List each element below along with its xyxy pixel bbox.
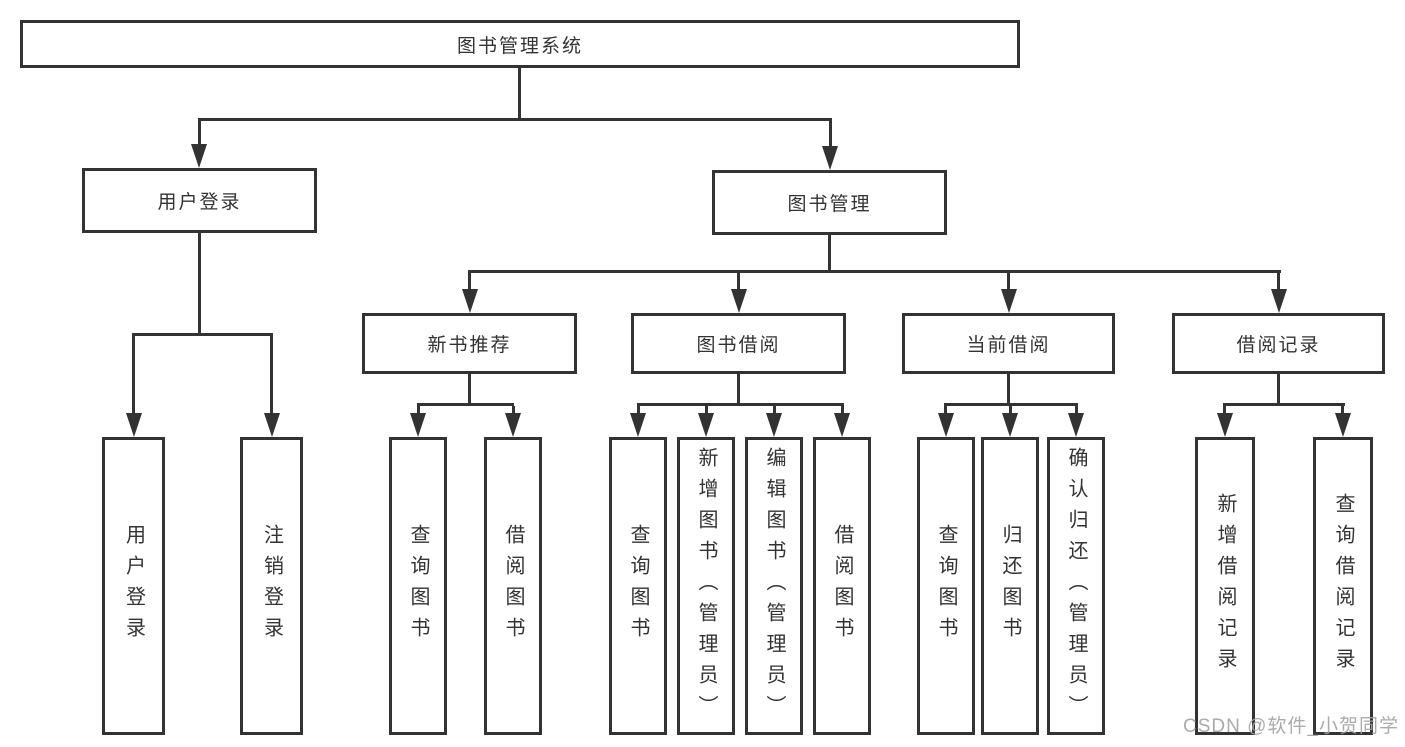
leaf-query-borrow-record: 查询借阅记录 <box>1313 437 1373 735</box>
leaf-add-books-admin-label: 新增图书（管理员） <box>695 446 717 726</box>
leaf-query-books-2-label: 查询图书 <box>627 524 649 648</box>
arrowhead-g4-2 <box>1002 413 1018 437</box>
arrowhead-g3-2 <box>698 413 714 437</box>
arrowhead-login-leaf <box>126 413 142 437</box>
leaf-query-books-2: 查询图书 <box>609 437 667 735</box>
connector-new-book-bus <box>417 403 514 406</box>
leaf-query-books-1-label: 查询图书 <box>407 524 429 648</box>
leaf-user-login-label: 用户登录 <box>122 524 145 648</box>
arrowhead-book-management <box>822 146 838 170</box>
arrowhead-g2-1 <box>410 413 426 437</box>
leaf-confirm-return-admin-label: 确认归还（管理员） <box>1065 446 1087 726</box>
connector-drop-g4-3 <box>1075 406 1078 415</box>
connector-root-stem <box>518 68 521 118</box>
arrowhead-g3-4 <box>834 413 850 437</box>
leaf-return-books: 归还图书 <box>981 437 1039 735</box>
leaf-query-books-3: 查询图书 <box>917 437 975 735</box>
arrowhead-borrow-records <box>1271 289 1287 313</box>
connector-book-management-stem <box>828 235 831 272</box>
leaf-query-books-1: 查询图书 <box>389 437 447 735</box>
connector-new-book-stem <box>468 374 471 405</box>
arrowhead-current-borrow <box>1001 289 1017 313</box>
connector-drop-login-leaf <box>132 336 135 413</box>
connector-drop-book-management <box>829 121 832 146</box>
connector-borrow-records-stem <box>1277 374 1280 405</box>
connector-drop-g3-4 <box>841 406 844 415</box>
connector-drop-g4-2 <box>1009 406 1012 415</box>
connector-drop-book-borrow <box>737 273 740 291</box>
leaf-add-books-admin: 新增图书（管理员） <box>677 437 735 735</box>
node-user-login: 用户登录 <box>82 168 317 233</box>
connector-drop-g3-3 <box>773 406 776 415</box>
arrowhead-g5-2 <box>1335 413 1351 437</box>
connector-drop-g5-2 <box>1341 406 1344 415</box>
connector-drop-g2-1 <box>417 406 420 415</box>
connector-book-management-bus <box>468 270 1281 273</box>
leaf-edit-books-admin: 编辑图书（管理员） <box>745 437 803 735</box>
leaf-borrow-books-2: 借阅图书 <box>813 437 871 735</box>
leaf-logout-label: 注销登录 <box>260 524 283 648</box>
connector-drop-g3-1 <box>637 406 640 415</box>
watermark: CSDN @软件_小贺同学 <box>1183 716 1399 737</box>
leaf-logout: 注销登录 <box>240 437 303 735</box>
leaf-user-login: 用户登录 <box>102 437 165 735</box>
connector-current-borrow-stem <box>1007 374 1010 405</box>
arrowhead-g4-3 <box>1068 413 1084 437</box>
node-library-management-system: 图书管理系统 <box>20 20 1020 68</box>
node-book-borrowing: 图书借阅 <box>631 313 846 374</box>
arrowhead-g4-1 <box>938 413 954 437</box>
arrowhead-logout-leaf <box>264 413 280 437</box>
node-borrowing-records: 借阅记录 <box>1172 313 1385 374</box>
arrowhead-g3-1 <box>630 413 646 437</box>
connector-drop-user-login <box>198 121 201 146</box>
arrowhead-new-book <box>462 289 478 313</box>
connector-book-borrow-stem <box>737 374 740 405</box>
leaf-borrow-books-2-label: 借阅图书 <box>831 524 853 648</box>
connector-book-borrow-bus <box>637 403 844 406</box>
connector-drop-current-borrow <box>1007 273 1010 291</box>
connector-root-bus <box>198 118 832 121</box>
arrowhead-user-login <box>191 144 207 168</box>
leaf-query-books-3-label: 查询图书 <box>935 524 957 648</box>
connector-borrow-records-bus <box>1223 403 1345 406</box>
connector-drop-new-book <box>468 273 471 291</box>
arrowhead-book-borrow <box>731 289 747 313</box>
leaf-borrow-books-1: 借阅图书 <box>484 437 542 735</box>
node-book-management: 图书管理 <box>712 170 947 235</box>
connector-drop-logout-leaf <box>270 336 273 413</box>
leaf-edit-books-admin-label: 编辑图书（管理员） <box>763 446 785 726</box>
connector-drop-borrow-records <box>1277 273 1280 291</box>
arrowhead-g2-2 <box>505 413 521 437</box>
leaf-add-borrow-record-label: 新增借阅记录 <box>1214 493 1236 679</box>
connector-current-borrow-bus <box>944 403 1078 406</box>
connector-user-login-stem <box>198 233 201 333</box>
leaf-return-books-label: 归还图书 <box>999 524 1021 648</box>
leaf-query-borrow-record-label: 查询借阅记录 <box>1332 493 1354 679</box>
node-current-borrowing: 当前借阅 <box>902 313 1115 374</box>
arrowhead-g5-1 <box>1217 413 1233 437</box>
leaf-confirm-return-admin: 确认归还（管理员） <box>1047 437 1105 735</box>
arrowhead-g3-3 <box>766 413 782 437</box>
connector-drop-g5-1 <box>1223 406 1226 415</box>
leaf-borrow-books-1-label: 借阅图书 <box>502 524 524 648</box>
connector-drop-g4-1 <box>944 406 947 415</box>
node-new-book-recommendation: 新书推荐 <box>362 313 577 374</box>
connector-drop-g2-2 <box>512 406 515 415</box>
leaf-add-borrow-record: 新增借阅记录 <box>1195 437 1255 735</box>
connector-drop-g3-2 <box>705 406 708 415</box>
connector-user-login-bus <box>132 333 273 336</box>
